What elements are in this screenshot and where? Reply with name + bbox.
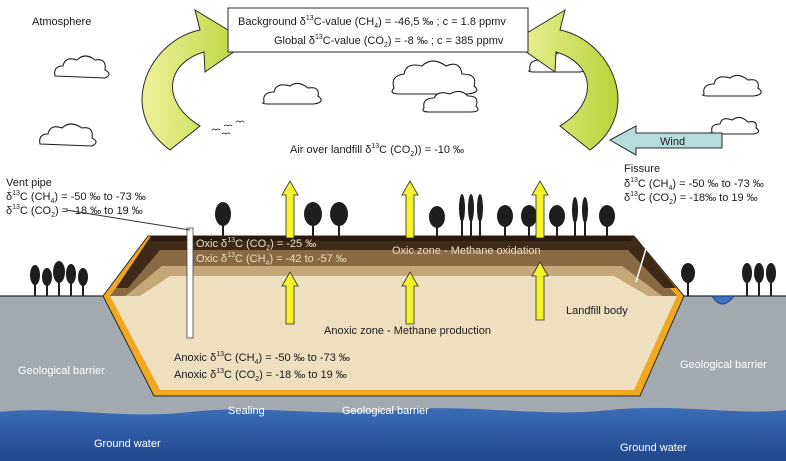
ground-water bbox=[0, 407, 786, 461]
oxic-co2-value: Oxic δ13C (CO2) = -25 ‰ bbox=[196, 237, 316, 252]
background-ch4-line: Background δ13C-value (CH4) = -46,5 ‰ ; … bbox=[238, 15, 506, 30]
fissure-label: Fissure bbox=[624, 163, 660, 175]
cloud-group bbox=[39, 50, 762, 147]
vent-pipe-label: Vent pipe bbox=[6, 177, 52, 189]
geological-barrier-bottom-label: Geological barrier bbox=[342, 405, 429, 417]
ground-water-left-label: Ground water bbox=[94, 438, 161, 450]
anoxic-zone-label: Anoxic zone - Methane production bbox=[324, 325, 491, 337]
anoxic-ch4-value: Anoxic δ13C (CH4) = -50 ‰ to -73 ‰ bbox=[174, 351, 350, 366]
vent-co2-value: δ13C (CO2) = -18 ‰ to 19 ‰ bbox=[6, 204, 143, 219]
anoxic-co2-value: Anoxic δ13C (CO2) = -18 ‰ to 19 ‰ bbox=[174, 368, 347, 383]
geological-barrier-left-label: Geological barrier bbox=[18, 365, 105, 377]
bird-group bbox=[211, 120, 245, 135]
oxic-zone-label: Oxic zone - Methane oxidation bbox=[392, 245, 541, 257]
sealing-label: Sealing bbox=[228, 405, 265, 417]
atmosphere-label: Atmosphere bbox=[32, 16, 91, 28]
gas-flow-arrows bbox=[281, 180, 549, 325]
ground-water-right-label: Ground water bbox=[620, 442, 687, 454]
fissure-co2-value: δ13C (CO2) = -18‰ to 19 ‰ bbox=[624, 191, 758, 206]
cover-layer bbox=[116, 236, 676, 288]
tree-group bbox=[30, 194, 776, 296]
curved-arrow-right bbox=[511, 8, 619, 151]
fissure-ch4-value: δ13C (CH4) = -50 ‰ to -73 ‰ bbox=[624, 177, 764, 192]
geological-barrier-right-label: Geological barrier bbox=[680, 359, 767, 371]
vent-pipe bbox=[186, 227, 194, 339]
landfill-body-label: Landfill body bbox=[566, 305, 628, 317]
landfill-body bbox=[110, 241, 677, 390]
wind-label: Wind bbox=[660, 136, 685, 148]
oxic-ch4-value: Oxic δ13C (CH4) = -42 to -57 ‰ bbox=[196, 252, 347, 267]
curved-arrow-left bbox=[141, 8, 249, 151]
wind-arrow bbox=[608, 125, 723, 156]
global-co2-line: Global δ13C-value (CO2) = -8 ‰ ; c = 385… bbox=[274, 34, 504, 49]
pond bbox=[711, 295, 736, 305]
vent-ch4-value: δ13C (CH4) = -50 ‰ to -73 ‰ bbox=[6, 190, 146, 205]
oxic-layer bbox=[110, 241, 677, 296]
air-over-landfill-label: Air over landfill δ13C (CO2)) = -10 ‰ bbox=[290, 143, 464, 158]
background-values-box bbox=[227, 7, 529, 53]
